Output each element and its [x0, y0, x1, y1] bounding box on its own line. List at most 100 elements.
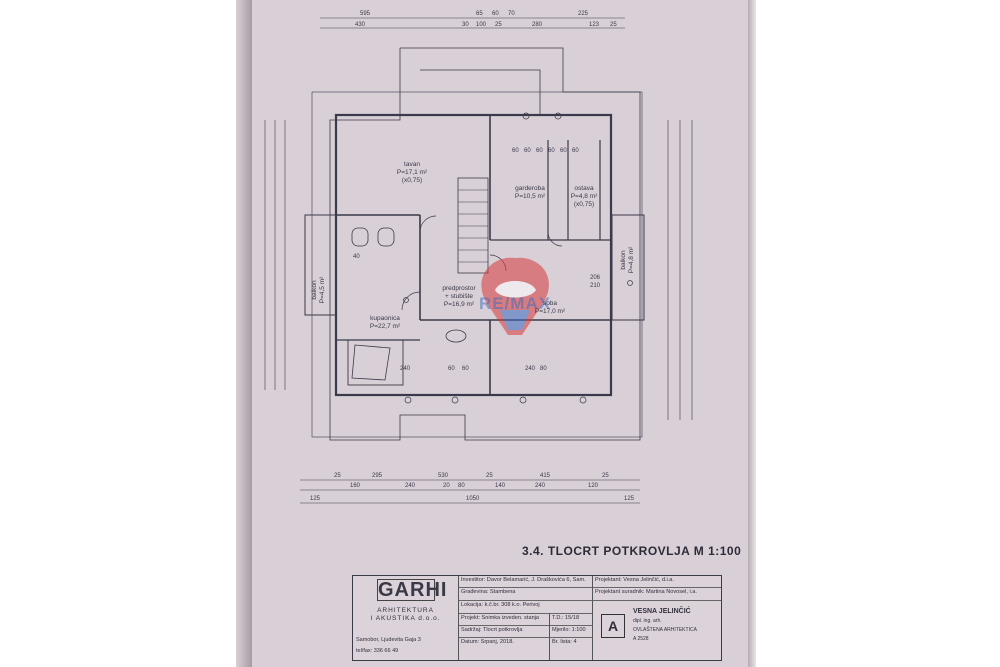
- room-label-tavan: tavan P=17,1 m² (x0,75): [397, 161, 428, 184]
- svg-text:125: 125: [624, 496, 635, 502]
- designer-cell: Projektant: Vesna Jelinčić, d.i.a. Proje…: [593, 576, 721, 660]
- dimensions-top: 595 65 60 70 225 430 30 100 25 280 123 2…: [355, 11, 617, 28]
- svg-text:240: 240: [405, 483, 416, 489]
- svg-text:160: 160: [350, 483, 361, 489]
- stamp-role: OVLAŠTENA ARHITEKTICA: [633, 627, 697, 633]
- stamp-name: VESNA JELINČIĆ: [633, 608, 691, 615]
- room-label-balkon-right: balkon P=4,8 m²: [620, 246, 635, 273]
- svg-text:garderoba: garderoba: [515, 185, 545, 192]
- svg-text:295: 295: [372, 473, 383, 479]
- room-label-soba: soba P=17,0 m²: [535, 300, 566, 315]
- svg-text:tavan: tavan: [404, 161, 420, 168]
- svg-text:40: 40: [353, 254, 360, 260]
- svg-text:25: 25: [486, 473, 493, 479]
- svg-text:P=4,5 m²: P=4,5 m²: [319, 276, 326, 303]
- svg-text:120: 120: [588, 483, 599, 489]
- sheet-info-cell: T.D.: 15/18 Mjerilo: 1:100 Br. lista: 4: [549, 614, 593, 660]
- architect-stamp-logo: A: [601, 614, 625, 638]
- svg-text:(x0,75): (x0,75): [402, 177, 422, 184]
- tb-investitor: Investitor: Davor Belamarić, J. Draškovi…: [459, 576, 592, 588]
- svg-text:70: 70: [508, 11, 515, 17]
- drawing-title: 3.4. TLOCRT POTKROVLJA M 1:100: [522, 544, 742, 558]
- room-label-predprostor: predprostor + stubište P=16,9 m²: [442, 285, 476, 308]
- svg-text:430: 430: [355, 22, 366, 28]
- tb-datum: Datum: Srpanj, 2018.: [461, 639, 514, 645]
- svg-text:25: 25: [495, 22, 502, 28]
- sheet-edge: [748, 0, 756, 667]
- tb-br-lista: Br. lista: 4: [552, 639, 577, 645]
- svg-text:25: 25: [334, 473, 341, 479]
- svg-text:100: 100: [476, 22, 487, 28]
- svg-text:60: 60: [536, 148, 543, 154]
- stamp-number: A 2528: [633, 636, 649, 642]
- tb-suradnik: Projektant suradnik: Martina Novosel, i.…: [593, 588, 721, 601]
- svg-text:210: 210: [590, 283, 601, 289]
- room-label-garderoba: garderoba P=10,5 m²: [515, 185, 546, 200]
- svg-text:kupaonica: kupaonica: [370, 315, 400, 322]
- svg-text:predprostor: predprostor: [442, 285, 476, 292]
- svg-text:60: 60: [572, 148, 579, 154]
- company-phone: tel/fax: 336 66 49: [356, 648, 399, 654]
- svg-text:25: 25: [602, 473, 609, 479]
- stamp-title: dipl. ing. arh.: [633, 618, 662, 624]
- svg-text:240: 240: [535, 483, 546, 489]
- svg-text:280: 280: [532, 22, 543, 28]
- room-label-kupaonica: kupaonica P=22,7 m²: [370, 315, 401, 330]
- svg-text:P=4,8 m²: P=4,8 m²: [571, 193, 598, 200]
- project-info-cell: Investitor: Davor Belamarić, J. Draškovi…: [459, 576, 593, 660]
- plan-outline: [264, 17, 693, 504]
- svg-text:20: 20: [443, 483, 450, 489]
- svg-text:P=17,0 m²: P=17,0 m²: [535, 308, 566, 315]
- title-block: GARHI ARHITEKTURA I AKUSTIKA d.o.o. Samo…: [352, 575, 722, 661]
- svg-text:415: 415: [540, 473, 551, 479]
- dimensions-internal: 40 60 60 60 60 60 60 240 60 60 240 80 20…: [353, 148, 601, 372]
- tb-mjerilo: Mjerilo: 1:100: [550, 626, 593, 638]
- svg-text:225: 225: [578, 11, 589, 17]
- svg-text:balkon: balkon: [311, 280, 318, 300]
- svg-text:60: 60: [448, 366, 455, 372]
- svg-text:125: 125: [310, 496, 321, 502]
- tb-projektant: Projektant: Vesna Jelinčić, d.i.a.: [593, 576, 721, 588]
- svg-text:530: 530: [438, 473, 449, 479]
- tb-lokacija: Lokacija: k.č.br. 308 k.o. Perivoj: [459, 601, 592, 614]
- svg-text:1050: 1050: [466, 496, 480, 502]
- room-label-ostava: ostava P=4,8 m² (x0,75): [571, 185, 598, 208]
- company-logo: GARHI: [377, 579, 448, 601]
- svg-text:60: 60: [548, 148, 555, 154]
- svg-text:60: 60: [560, 148, 567, 154]
- svg-text:65: 65: [476, 11, 483, 17]
- svg-text:P=16,9 m²: P=16,9 m²: [444, 301, 475, 308]
- svg-text:240: 240: [525, 366, 536, 372]
- svg-text:ostava: ostava: [574, 185, 594, 192]
- tb-sadrzaj: Sadržaj: Tlocrt potkrovlja: [459, 626, 549, 638]
- svg-text:60: 60: [462, 366, 469, 372]
- svg-text:206: 206: [590, 275, 601, 281]
- svg-text:25: 25: [610, 22, 617, 28]
- svg-text:595: 595: [360, 11, 371, 17]
- svg-text:123: 123: [589, 22, 600, 28]
- svg-text:60: 60: [524, 148, 531, 154]
- company-address: Samobor, Ljudevita Gaja 3: [356, 637, 421, 643]
- svg-text:240: 240: [400, 366, 411, 372]
- svg-text:30: 30: [462, 22, 469, 28]
- company-name: ARHITEKTURA I AKUSTIKA d.o.o.: [370, 607, 441, 622]
- svg-text:80: 80: [458, 483, 465, 489]
- svg-text:(x0,75): (x0,75): [574, 201, 594, 208]
- company-cell: GARHI ARHITEKTURA I AKUSTIKA d.o.o. Samo…: [353, 576, 459, 660]
- room-label-balkon-left: balkon P=4,5 m²: [311, 276, 326, 303]
- svg-text:P=17,1 m²: P=17,1 m²: [397, 169, 428, 176]
- svg-text:P=22,7 m²: P=22,7 m²: [370, 323, 401, 330]
- remax-watermark: RE/MAX: [479, 294, 551, 313]
- svg-text:balkon: balkon: [620, 250, 627, 270]
- svg-text:80: 80: [540, 366, 547, 372]
- svg-text:60: 60: [512, 148, 519, 154]
- dimensions-bottom: 25 295 530 25 415 25 160 240 20 80 140 2…: [310, 473, 635, 502]
- svg-text:P=10,5 m²: P=10,5 m²: [515, 193, 546, 200]
- svg-text:P=4,8 m²: P=4,8 m²: [628, 246, 635, 273]
- svg-text:+ stubište: + stubište: [445, 293, 473, 300]
- tb-td: T.D.: 15/18: [550, 614, 593, 626]
- svg-text:soba: soba: [543, 300, 557, 307]
- tb-projekt: Projekt: Snimka izveden. stanja: [459, 614, 549, 626]
- tb-gradjevina: Građevina: Stambena: [459, 588, 592, 601]
